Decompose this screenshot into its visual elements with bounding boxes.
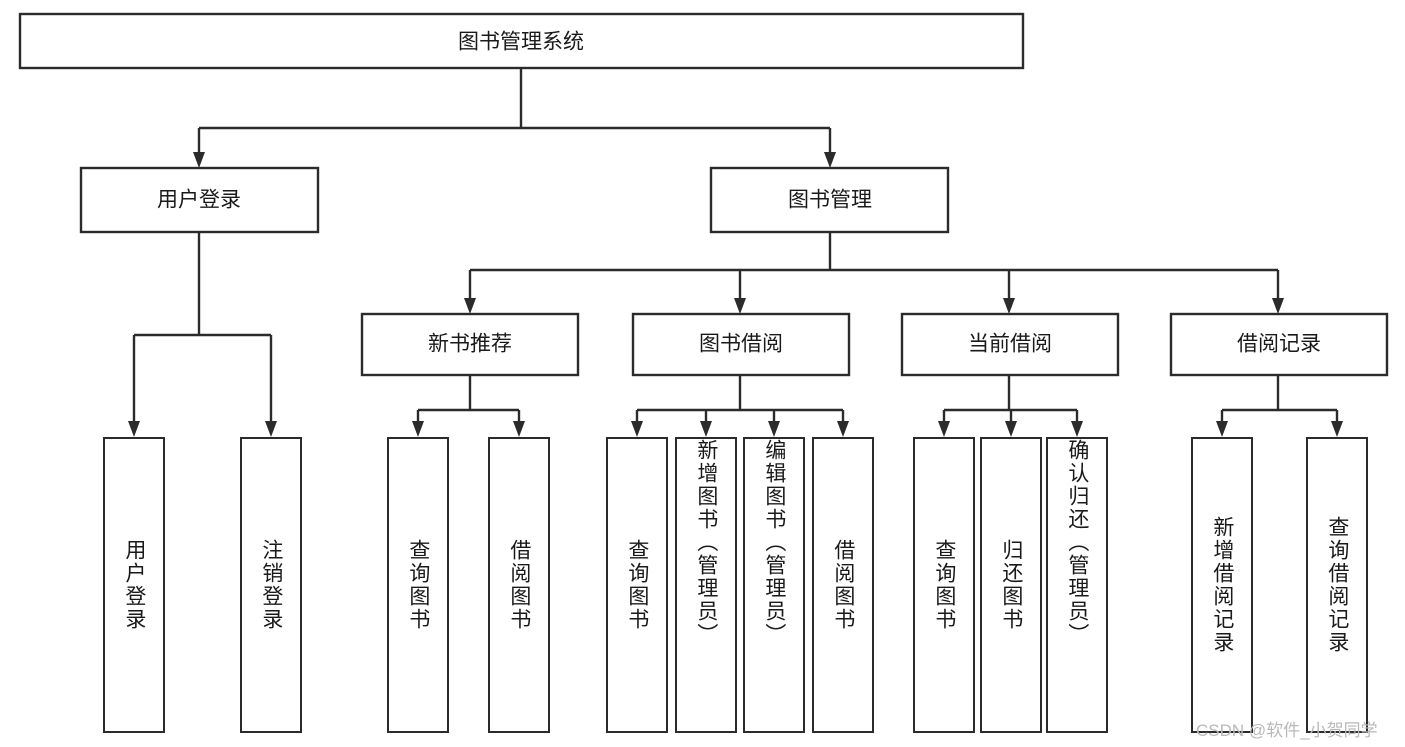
leaf-label-br-search-record: 查询借阅记录: [1325, 516, 1349, 654]
arrow-head-current-borrow: [1003, 298, 1015, 314]
node-root-rect: [18, 12, 1025, 70]
leaf-label-br-add-record: 新增借阅记录: [1210, 516, 1234, 654]
arrow-head-bb-leaf-3: [768, 421, 780, 437]
arrow-head-bb-leaf-1: [631, 421, 643, 437]
leaf-node-cb-search-book[interactable]: 查询图书: [913, 437, 975, 733]
node-current-borrow-rect: [900, 312, 1120, 377]
node-book-management-rect: [709, 166, 950, 234]
leaf-node-br-search-record[interactable]: 查询借阅记录: [1306, 437, 1368, 733]
leaf-label-user-login: 用户登录: [122, 539, 146, 631]
arrow-head-book-mgmt: [824, 152, 836, 168]
arrow-head-borrow-record: [1272, 298, 1284, 314]
node-book-management-label: 图书管理: [788, 189, 872, 212]
node-borrow-record-label: 借阅记录: [1237, 333, 1321, 356]
leaf-node-br-add-record[interactable]: 新增借阅记录: [1191, 437, 1253, 733]
leaf-node-bb-borrow-book[interactable]: 借阅图书: [812, 437, 874, 733]
arrow-head-br-leaf-2: [1331, 421, 1343, 437]
node-book-management[interactable]: 图书管理: [709, 166, 950, 234]
arrow-head-new-book: [464, 298, 476, 314]
leaf-label-cb-search-book: 查询图书: [932, 539, 956, 631]
leaf-node-cb-confirm-return[interactable]: 确认归还（管理员）: [1046, 437, 1108, 733]
node-borrow-record[interactable]: 借阅记录: [1169, 312, 1389, 377]
arrow-head-cb-leaf-1: [938, 421, 950, 437]
leaf-label-cb-confirm-return: 确认归还（管理员）: [1065, 439, 1089, 646]
node-new-book-recommend[interactable]: 新书推荐: [360, 312, 580, 377]
arrow-head-book-borrow: [734, 298, 746, 314]
node-root-label: 图书管理系统: [458, 31, 584, 54]
arrow-head-cb-leaf-3: [1071, 421, 1083, 437]
leaf-label-bb-search-book: 查询图书: [625, 539, 649, 631]
leaf-label-bb-borrow-book: 借阅图书: [831, 539, 855, 631]
node-user-login-label: 用户登录: [157, 189, 241, 212]
leaf-label-cb-return-book: 归还图书: [999, 539, 1023, 631]
leaf-node-bb-search-book[interactable]: 查询图书: [606, 437, 668, 733]
node-root[interactable]: 图书管理系统: [18, 12, 1025, 70]
node-new-book-recommend-rect: [360, 312, 580, 377]
leaf-node-logout[interactable]: 注销登录: [240, 437, 302, 733]
node-user-login[interactable]: 用户登录: [79, 166, 320, 234]
node-book-borrow-rect: [631, 312, 851, 377]
leaf-label-nb-search-book: 查询图书: [406, 539, 430, 631]
leaf-node-bb-edit-book[interactable]: 编辑图书（管理员）: [743, 437, 805, 733]
node-book-borrow-label: 图书借阅: [699, 333, 783, 356]
leaf-label-logout: 注销登录: [259, 539, 283, 631]
node-book-borrow[interactable]: 图书借阅: [631, 312, 851, 377]
arrow-head-user-login: [193, 152, 205, 168]
arrow-head-br-leaf-1: [1216, 421, 1228, 437]
leaf-label-nb-borrow-book: 借阅图书: [507, 539, 531, 631]
leaf-node-cb-return-book[interactable]: 归还图书: [980, 437, 1042, 733]
node-current-borrow[interactable]: 当前借阅: [900, 312, 1120, 377]
leaf-node-user-login[interactable]: 用户登录: [103, 437, 165, 733]
node-new-book-recommend-label: 新书推荐: [428, 333, 512, 356]
node-current-borrow-label: 当前借阅: [968, 333, 1052, 356]
arrow-head-bb-leaf-4: [837, 421, 849, 437]
arrow-head-bb-leaf-2: [700, 421, 712, 437]
arrow-head-leaf-user-login: [128, 421, 140, 437]
arrow-head-leaf-logout: [265, 421, 277, 437]
leaf-label-bb-add-book: 新增图书（管理员）: [694, 439, 718, 646]
leaf-node-nb-search-book[interactable]: 查询图书: [387, 437, 449, 733]
arrow-head-nb-leaf-2: [513, 421, 525, 437]
leaf-node-nb-borrow-book[interactable]: 借阅图书: [488, 437, 550, 733]
leaf-node-bb-add-book[interactable]: 新增图书（管理员）: [675, 437, 737, 733]
arrow-head-cb-leaf-2: [1005, 421, 1017, 437]
leaf-label-bb-edit-book: 编辑图书（管理员）: [762, 439, 786, 646]
arrow-head-nb-leaf-1: [412, 421, 424, 437]
node-user-login-rect: [79, 166, 320, 234]
node-borrow-record-rect: [1169, 312, 1389, 377]
